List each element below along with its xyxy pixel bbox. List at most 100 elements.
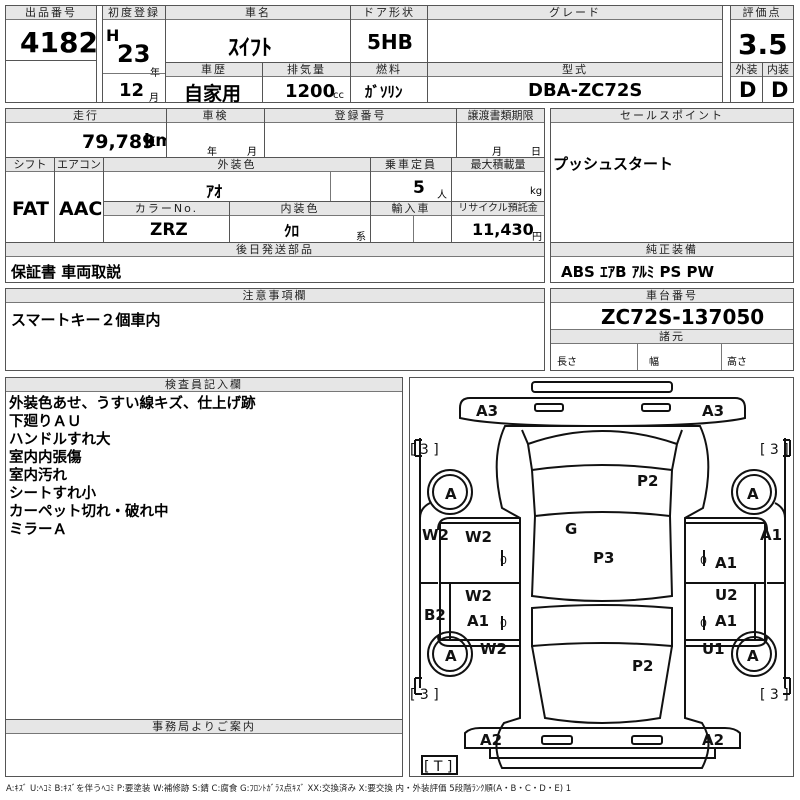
transfer-cell: 譲渡書類期限 月 日 (456, 108, 545, 158)
aircon-header: エアコン (55, 158, 103, 172)
aircon-cell: エアコン AAC (54, 157, 104, 243)
door-header: ドア形状 (351, 6, 427, 20)
capacity-header: 乗車定員 (371, 158, 451, 172)
mileage-header: 走行 (6, 109, 166, 123)
chassis-cell: 車台番号 ZC72S-137050 諸元 長さ 幅 高さ (550, 288, 794, 371)
inspection-header: 車検 (167, 109, 264, 123)
tire-fl-outer (427, 469, 473, 515)
mark-left-rear-door: W2 (465, 587, 492, 605)
fuel-cell: 燃料 ｶﾞｿﾘﾝ (350, 62, 428, 103)
mark-tire-fr: [ 3 ] (760, 442, 789, 458)
capacity: 5 (413, 178, 425, 198)
notes-cell: 注意事項欄 スマートキー２個車内 (5, 288, 545, 371)
color-no-cell: カラーNo. ZRZ (103, 201, 230, 243)
rear-window (531, 604, 673, 648)
mark-spare: [ T ] (424, 759, 452, 775)
model-header: 型式 (428, 63, 722, 77)
mileage-cell: 走行 79,789 km (5, 108, 173, 158)
mark-bumper-rear-left: A2 (480, 731, 502, 749)
inspector-note: ハンドルすれ大 (9, 432, 111, 448)
mark-right-front-door: A1 (715, 554, 737, 572)
mark-tire-rl: [ 3 ] (410, 687, 439, 703)
km-unit: km (144, 131, 174, 151)
car-name: ｽｲﾌﾄ (228, 36, 273, 61)
interior-cell: 内装 D (762, 62, 794, 103)
mark-tire-fl: [ 3 ] (410, 442, 439, 458)
tire-rr-outer (731, 631, 777, 677)
car-diagram: A3 A3 P2 G P3 P2 W2 W2 A1 W2 W2 B2 A1 U2… (409, 377, 794, 777)
car-diagram-svg: A3 A3 P2 G P3 P2 W2 W2 A1 W2 W2 B2 A1 U2… (410, 381, 791, 775)
tire-fr-outer (731, 469, 777, 515)
reg-month: 12 (119, 80, 145, 101)
mark-right-fender: A1 (760, 526, 782, 544)
kg-unit: kg (530, 186, 543, 197)
ext-color: ｱｵ (206, 182, 223, 201)
roof (530, 511, 674, 602)
mark-glass: G (565, 520, 577, 538)
score-cell: 評価点 3.5 (730, 5, 794, 63)
shift-header: シフト (6, 158, 54, 172)
mark-hood: P2 (637, 472, 658, 490)
recycle-cell: リサイクル預託金 11,430 円 (451, 201, 545, 243)
max-load-header: 最大積載量 (452, 158, 544, 172)
person-unit: 人 (437, 190, 447, 201)
mark-wheel-rr: A (747, 647, 759, 665)
month-unit: 月 (149, 93, 159, 104)
fuel-header: 燃料 (351, 63, 427, 77)
lot-number: 4182 (20, 26, 98, 59)
mark-bumper-rear-right: A2 (702, 731, 724, 749)
exterior-grade: D (739, 78, 757, 102)
chassis-number: ZC72S-137050 (601, 305, 765, 329)
interior-header: 内装 (763, 63, 793, 77)
history-header: 車歴 (166, 63, 262, 77)
sales-point-cell: セールスポイント プッシュスタート (550, 108, 794, 243)
later-parts: 保証書 車両取説 (11, 263, 122, 281)
import-cell: 輸入車 (370, 201, 452, 243)
width-label: 幅 (649, 357, 659, 368)
mark-left-quarter: B2 (424, 606, 446, 624)
color-no-header: カラーNo. (104, 202, 229, 216)
mark-roof: P3 (593, 549, 614, 567)
interior-grade: D (771, 78, 789, 102)
office-header: 事務局よりご案内 (6, 720, 402, 734)
displacement: 1200 (285, 81, 336, 102)
cc-unit: cc (333, 90, 344, 101)
first-reg-cell: 初度登録 H 23 年 12 月 (102, 5, 166, 104)
lot-blank-cell (5, 60, 97, 103)
reg-number-cell: 登録番号 (264, 108, 457, 158)
legend: A:ｷｽﾞ U:ﾍｺﾐ B:ｷｽﾞを伴うﾍｺﾐ P:要塗装 W:補修跡 S:錆 … (6, 784, 572, 794)
inspector-notes-cell: 検査員記入欄 外装色あせ、うすい線キズ、仕上げ跡 下廻りＡＵ ハンドルすれ大 室… (5, 377, 403, 720)
sales-point-header: セールスポイント (551, 109, 793, 123)
mark-right-rear-door-a: A1 (715, 612, 737, 630)
mark-tire-rr: [ 3 ] (760, 687, 789, 703)
specs-header: 諸元 (551, 329, 793, 344)
mark-zero: 0 (500, 554, 507, 567)
office-cell: 事務局よりご案内 (5, 719, 403, 777)
reg-number-header: 登録番号 (265, 109, 456, 123)
int-color-cell: 内装色 ｸﾛ 系 (229, 201, 371, 243)
max-load-cell: 最大積載量 kg (451, 157, 545, 202)
import-header: 輸入車 (371, 202, 451, 216)
insp-month-unit: 月 (247, 147, 257, 158)
inspector-note: カーペット切れ・破れ中 (9, 504, 169, 520)
transfer-header: 譲渡書類期限 (457, 109, 544, 123)
model: DBA-ZC72S (528, 80, 643, 101)
color-no: ZRZ (150, 220, 188, 240)
era: H (106, 26, 120, 45)
grade-cell: グレード (427, 5, 723, 63)
shift-cell: シフト FAT (5, 157, 55, 243)
exterior-cell: 外装 D (730, 62, 763, 103)
aircon: AAC (59, 198, 103, 220)
mark-front-left: A3 (476, 402, 498, 420)
inspector-header: 検査員記入欄 (6, 378, 402, 392)
lot-number-header: 出品番号 (6, 6, 96, 20)
grade-header: グレード (428, 6, 722, 20)
front-bumper-bar (531, 381, 673, 393)
door-type: 5HB (367, 30, 413, 54)
mark-left-rear-fender: W2 (480, 640, 507, 658)
int-color-header: 内装色 (230, 202, 370, 216)
lot-number-cell: 出品番号 4182 (5, 5, 98, 61)
inspector-note: ミラーＡ (9, 522, 67, 538)
mileage: 79,789 (82, 131, 156, 153)
length-label: 長さ (557, 357, 577, 368)
